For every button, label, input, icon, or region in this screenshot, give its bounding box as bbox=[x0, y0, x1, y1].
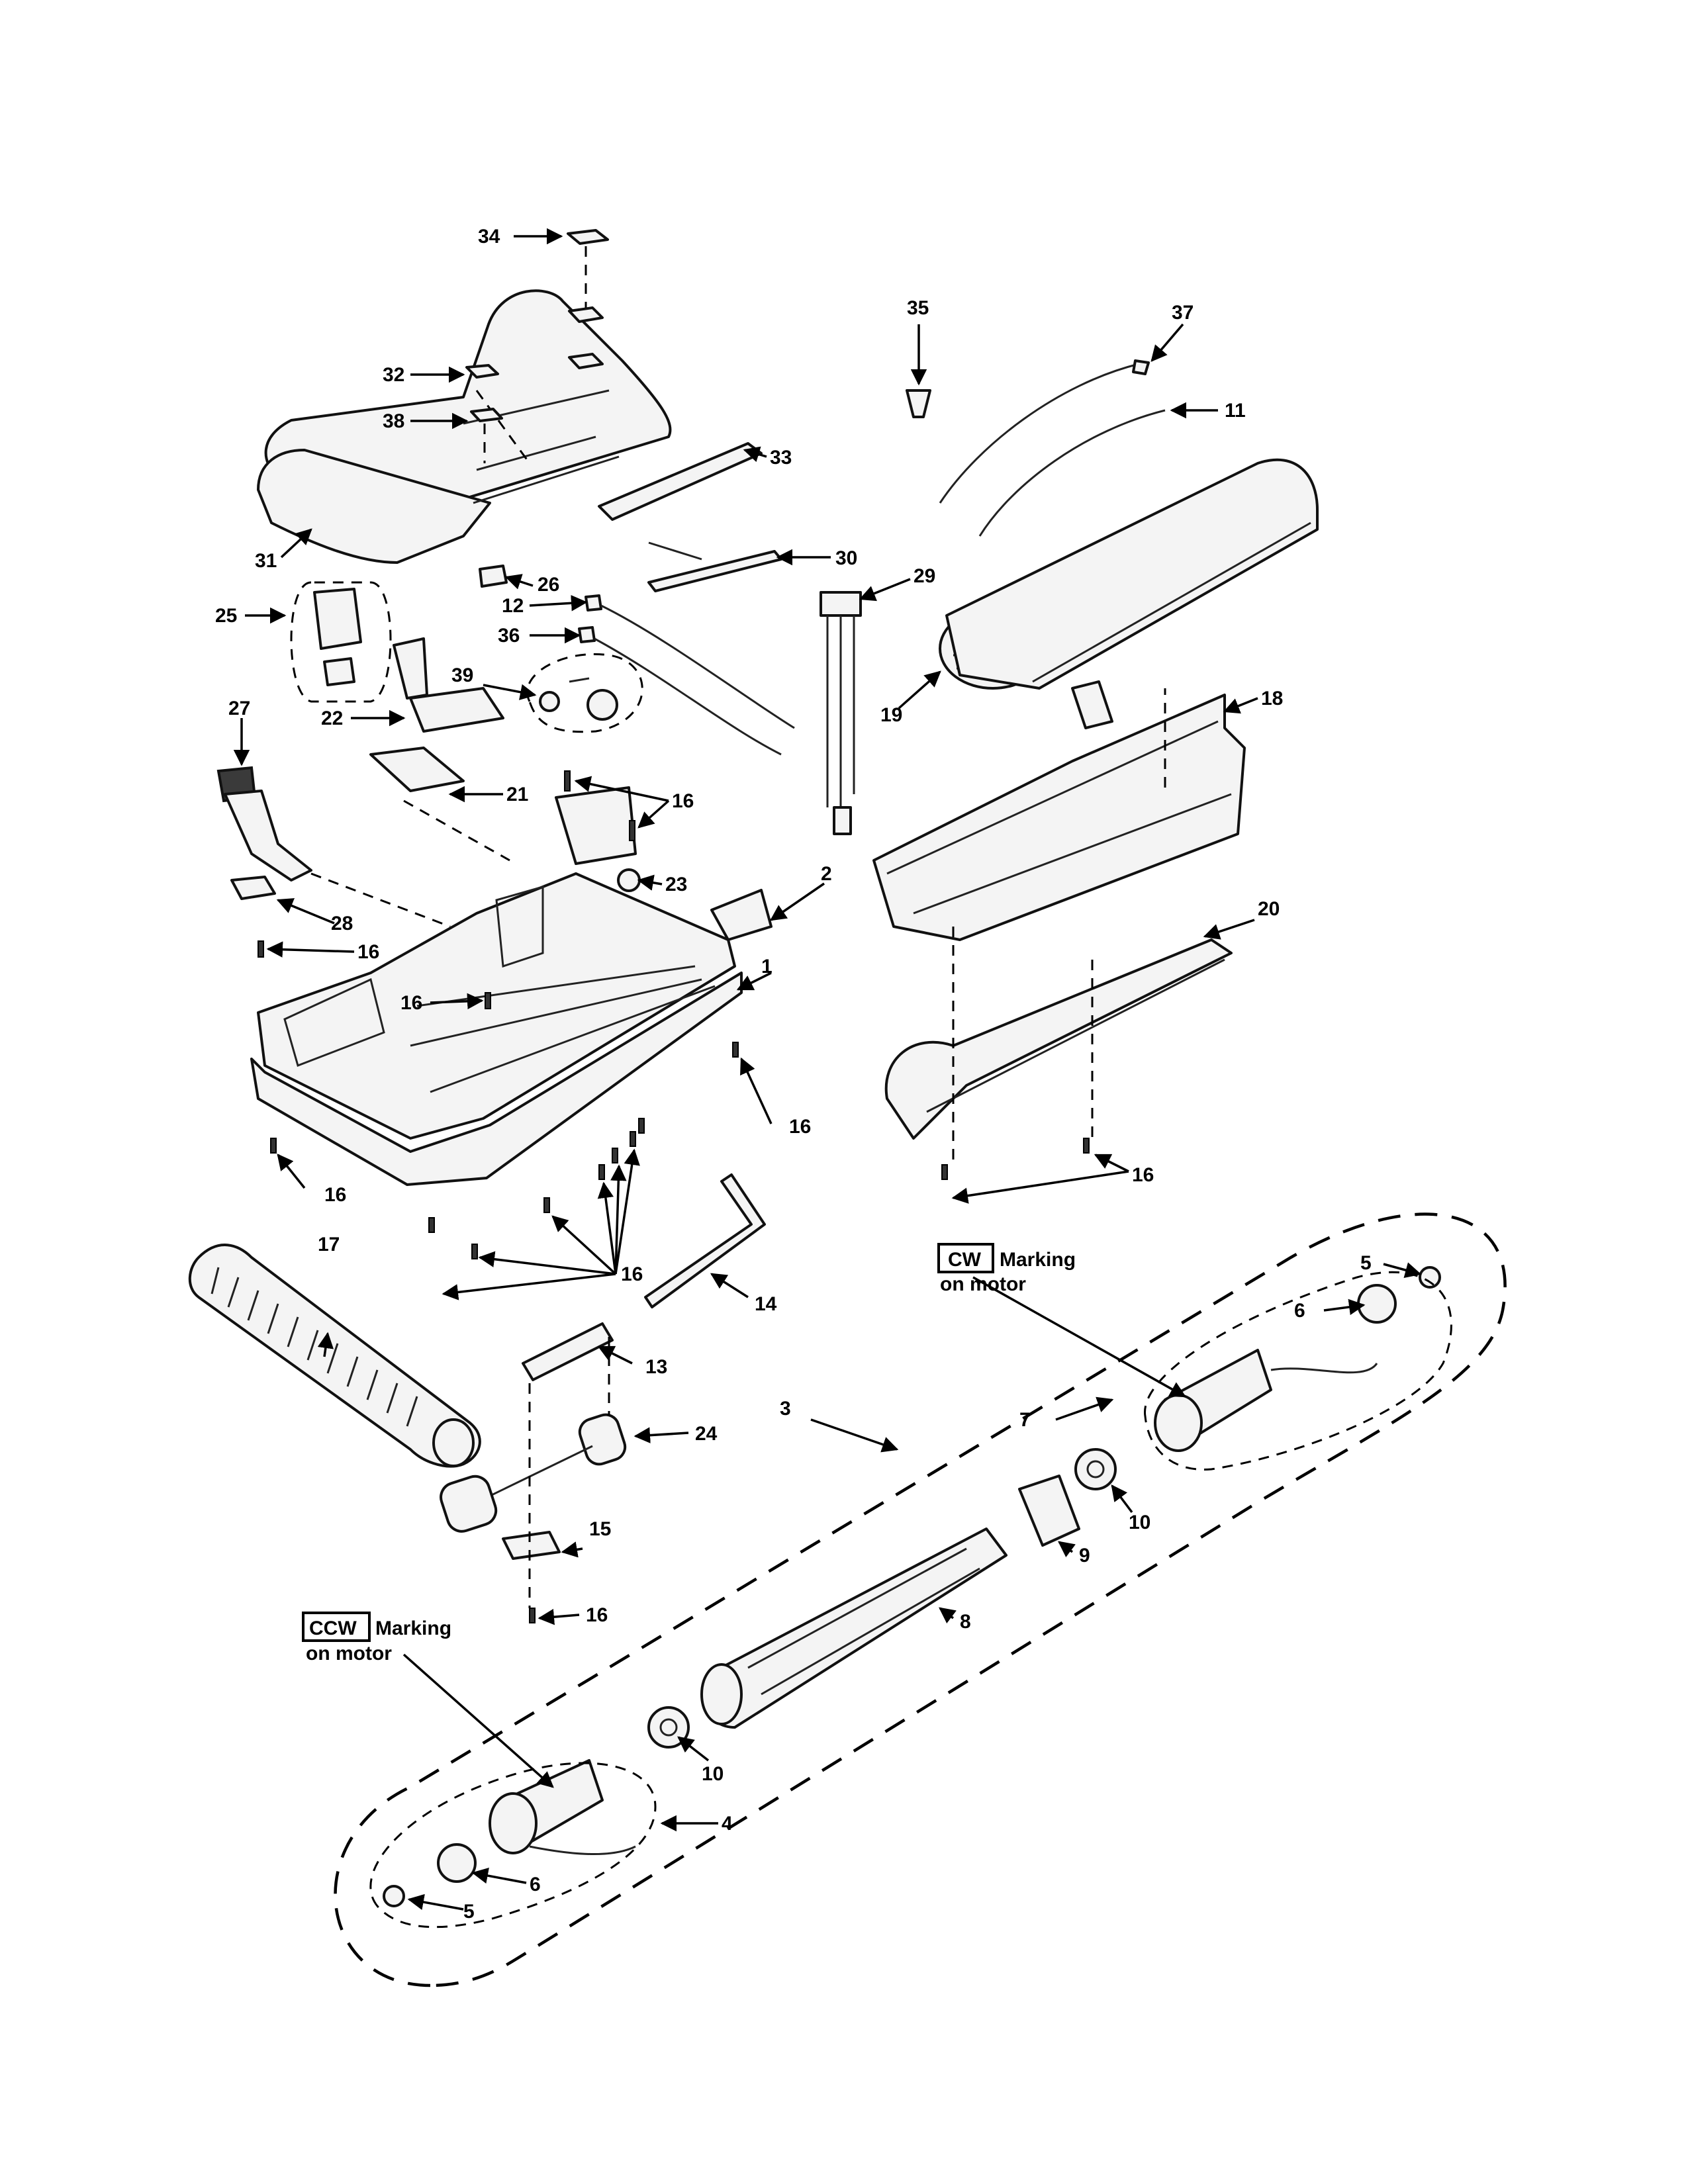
part-26-switch bbox=[479, 565, 508, 588]
callout-23: 23 bbox=[665, 874, 687, 895]
callout-25: 25 bbox=[215, 605, 237, 627]
part-9-sleeve bbox=[1018, 1475, 1080, 1547]
callout-29: 29 bbox=[914, 565, 935, 587]
part-8-brushroll bbox=[700, 1527, 1008, 1729]
callout-5a: 5 bbox=[1360, 1252, 1372, 1274]
callout-6b: 6 bbox=[530, 1874, 541, 1895]
part-27-pedal bbox=[216, 766, 451, 928]
part-34-cap bbox=[567, 229, 609, 318]
callout-35: 35 bbox=[907, 297, 929, 319]
callout-16c: 16 bbox=[400, 992, 422, 1014]
callout-19: 19 bbox=[880, 704, 902, 726]
callout-12: 12 bbox=[502, 595, 524, 617]
part-top-hood bbox=[945, 458, 1319, 690]
callout-39: 39 bbox=[451, 664, 473, 686]
part-23-bracket bbox=[555, 786, 641, 892]
callout-6a: 6 bbox=[1294, 1300, 1305, 1322]
callout-38: 38 bbox=[383, 410, 404, 432]
callout-13: 13 bbox=[645, 1356, 667, 1378]
callout-36: 36 bbox=[498, 625, 520, 647]
callout-11: 11 bbox=[1225, 400, 1246, 422]
part-6-bearing-lower bbox=[437, 1843, 477, 1883]
part-6-bearing-upper bbox=[1357, 1284, 1397, 1324]
group-7-outline bbox=[1144, 1271, 1452, 1471]
part-18-nozzle bbox=[872, 680, 1246, 941]
part-15-clip bbox=[502, 1531, 561, 1560]
part-13-shaft bbox=[522, 1322, 614, 1381]
part-25-switch-assembly bbox=[290, 581, 392, 703]
callout-14: 14 bbox=[755, 1293, 777, 1315]
cw-box-label: CW bbox=[948, 1249, 982, 1271]
part-21-latch bbox=[369, 747, 510, 862]
callout-2: 2 bbox=[821, 863, 832, 885]
part-7-motor-cw bbox=[1154, 1349, 1378, 1452]
callout-3: 3 bbox=[780, 1398, 791, 1420]
part-17-hose bbox=[188, 1244, 481, 1468]
cw-marking-text: Marking bbox=[1000, 1249, 1076, 1271]
callout-31: 31 bbox=[255, 550, 277, 572]
part-22-switch-bracket bbox=[393, 637, 504, 733]
callout-4: 4 bbox=[722, 1813, 733, 1835]
callout-24: 24 bbox=[695, 1423, 718, 1445]
callout-7: 7 bbox=[1019, 1409, 1031, 1431]
ccw-marking-text: Marking bbox=[375, 1617, 451, 1639]
callout-10b: 10 bbox=[702, 1763, 724, 1785]
part-24-axle bbox=[440, 1413, 627, 1533]
part-10-gear-upper bbox=[1074, 1448, 1117, 1490]
callout-27: 27 bbox=[228, 698, 250, 719]
ccw-box-label: CCW bbox=[309, 1617, 357, 1639]
callout-16b: 16 bbox=[357, 941, 379, 963]
callout-32: 32 bbox=[383, 364, 404, 386]
part-5-cap-upper bbox=[1419, 1266, 1441, 1289]
part-2-release bbox=[710, 889, 773, 941]
callout-8: 8 bbox=[960, 1611, 971, 1633]
callout-33: 33 bbox=[770, 447, 792, 469]
callout-20: 20 bbox=[1258, 898, 1280, 920]
callout-10a: 10 bbox=[1129, 1512, 1150, 1533]
part-11-cord bbox=[978, 409, 1166, 537]
part-14-rod bbox=[644, 1173, 766, 1308]
part-31-handle-hood bbox=[257, 289, 672, 564]
callout-9: 9 bbox=[1079, 1545, 1090, 1567]
part-28-clip bbox=[230, 876, 276, 900]
part-38-bushing bbox=[470, 408, 503, 463]
callout-21: 21 bbox=[506, 784, 528, 805]
callout-22: 22 bbox=[321, 707, 343, 729]
group-3-outline bbox=[334, 1212, 1507, 1987]
screws-16 bbox=[258, 770, 1090, 1623]
callout-16a: 16 bbox=[672, 790, 694, 812]
part-32-plug bbox=[465, 364, 499, 379]
callout-34: 34 bbox=[478, 226, 500, 248]
part-37-cord bbox=[939, 359, 1150, 504]
callout-16e: 16 bbox=[1132, 1164, 1154, 1186]
cw-marking-note: CW Marking on motor bbox=[937, 1243, 1076, 1295]
part-4-motor-ccw bbox=[489, 1759, 636, 1855]
group-4-outline bbox=[369, 1762, 657, 1929]
part-39-kit bbox=[526, 653, 643, 733]
callout-26: 26 bbox=[538, 574, 559, 596]
callout-28: 28 bbox=[331, 913, 353, 934]
callout-30: 30 bbox=[835, 547, 857, 569]
callout-15: 15 bbox=[589, 1518, 611, 1540]
callout-5b: 5 bbox=[463, 1901, 475, 1923]
callout-37: 37 bbox=[1172, 302, 1194, 324]
callout-16d: 16 bbox=[789, 1116, 811, 1138]
ccw-marking-note: CCW Marking on motor bbox=[302, 1612, 451, 1664]
callout-1: 1 bbox=[761, 956, 773, 978]
part-20-bottom-cover bbox=[884, 938, 1233, 1140]
callout-16h: 16 bbox=[586, 1604, 608, 1626]
callout-18: 18 bbox=[1261, 688, 1283, 709]
part-30-strip bbox=[647, 541, 782, 592]
cw-marking-line2: on motor bbox=[940, 1273, 1026, 1295]
ccw-marking-line2: on motor bbox=[306, 1643, 392, 1664]
callout-16g: 16 bbox=[621, 1263, 643, 1285]
part-33-bar bbox=[598, 442, 763, 521]
part-5-cap-lower bbox=[383, 1885, 405, 1907]
part-35-wire-nut bbox=[906, 389, 931, 418]
callout-16f: 16 bbox=[324, 1184, 346, 1206]
callout-17: 17 bbox=[318, 1234, 340, 1255]
part-29-harness bbox=[820, 591, 862, 835]
